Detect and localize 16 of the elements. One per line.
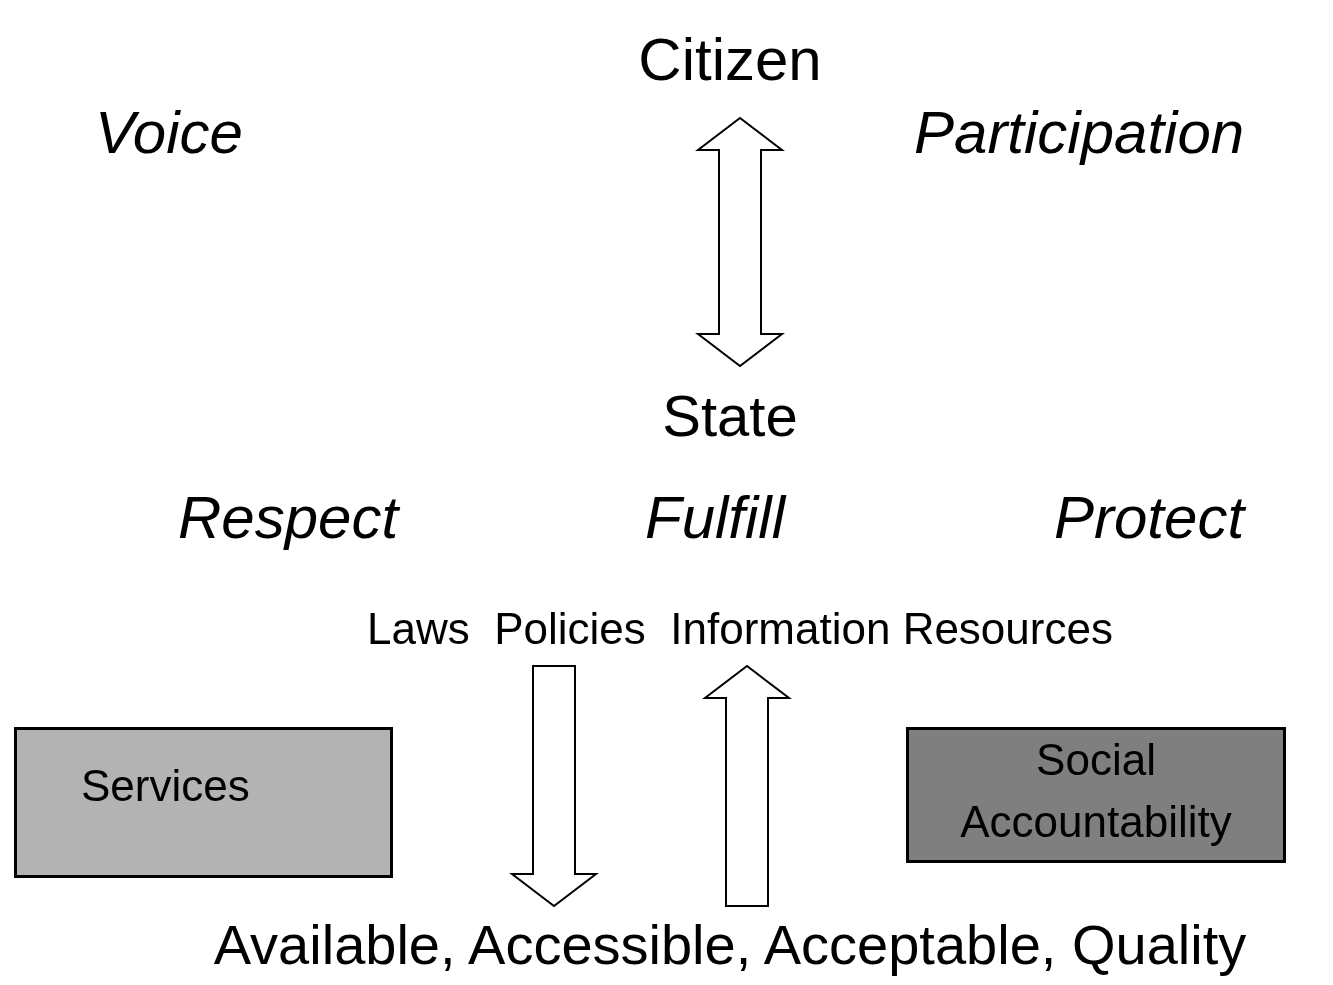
services-box <box>14 727 393 878</box>
italic-label: Fulfill <box>645 488 785 548</box>
node-label: Available, Accessible, Acceptable, Quality <box>213 911 1247 978</box>
italic-label: Respect <box>178 488 399 548</box>
node-label: Citizen <box>638 25 822 95</box>
social-accountability-box <box>906 727 1286 863</box>
box-label: Services <box>81 759 250 812</box>
block-arrow <box>702 664 792 907</box>
node-label: Laws Policies Information Resources <box>367 603 1113 656</box>
italic-label: Protect <box>1054 488 1245 548</box>
block-arrow <box>509 665 599 908</box>
box-label: Social Accountability <box>959 734 1233 848</box>
italic-label: Voice <box>95 103 243 163</box>
block-arrow <box>695 116 785 368</box>
node-label: State <box>662 382 798 451</box>
italic-label: Participation <box>914 103 1245 163</box>
